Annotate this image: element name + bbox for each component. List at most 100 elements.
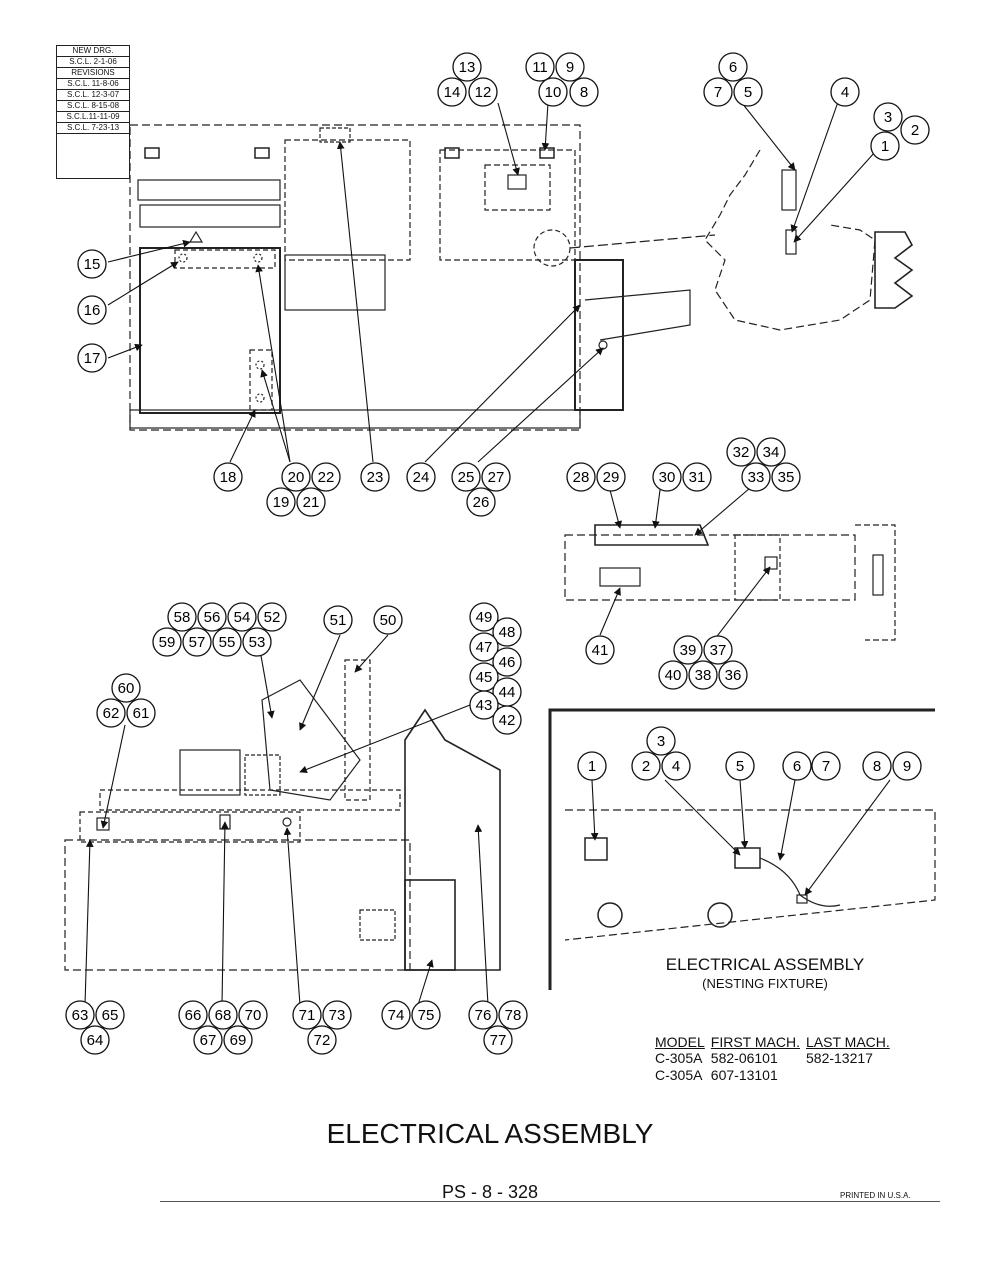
callout-59: 59 — [152, 627, 182, 657]
svg-text:42: 42 — [499, 712, 516, 729]
svg-text:8: 8 — [873, 758, 881, 775]
inset-callout-7: 7 — [811, 751, 841, 781]
callout-45: 45 — [469, 662, 499, 692]
callout-6: 6 — [718, 52, 748, 82]
revision-block: NEW DRG. S.C.L. 2-1-06 REVISIONS S.C.L. … — [56, 45, 130, 179]
callout-22: 22 — [311, 462, 341, 492]
svg-text:52: 52 — [264, 609, 281, 626]
svg-text:61: 61 — [133, 705, 150, 722]
inset-callout-4: 4 — [661, 751, 691, 781]
callout-9: 9 — [555, 52, 585, 82]
callout-16: 16 — [77, 295, 107, 325]
callout-23: 23 — [360, 462, 390, 492]
svg-text:24: 24 — [413, 469, 430, 486]
callout-7: 7 — [703, 77, 733, 107]
svg-text:73: 73 — [329, 1007, 346, 1024]
callout-27: 27 — [481, 462, 511, 492]
svg-text:75: 75 — [418, 1007, 435, 1024]
svg-text:41: 41 — [592, 642, 609, 659]
svg-text:33: 33 — [748, 469, 765, 486]
new-drawing-label: NEW DRG. — [57, 46, 129, 57]
callout-78: 78 — [498, 1000, 528, 1030]
callout-66: 66 — [178, 1000, 208, 1030]
callout-19: 19 — [266, 487, 296, 517]
svg-text:71: 71 — [299, 1007, 316, 1024]
callout-50: 50 — [373, 605, 403, 635]
callout-13: 13 — [452, 52, 482, 82]
svg-text:22: 22 — [318, 469, 335, 486]
callout-36: 36 — [718, 660, 748, 690]
svg-text:6: 6 — [729, 59, 737, 76]
svg-text:40: 40 — [665, 667, 682, 684]
svg-text:3: 3 — [884, 109, 892, 126]
svg-text:77: 77 — [490, 1032, 507, 1049]
page-number: PS - 8 - 328 — [441, 1182, 539, 1202]
revision-entry: S.C.L. 11-8-06 — [57, 79, 129, 90]
callout-28: 28 — [566, 462, 596, 492]
callout-60: 60 — [111, 673, 141, 703]
callout-51: 51 — [323, 605, 353, 635]
svg-text:25: 25 — [458, 469, 475, 486]
svg-text:63: 63 — [72, 1007, 89, 1024]
callout-32: 32 — [726, 437, 756, 467]
svg-text:18: 18 — [220, 469, 237, 486]
revision-entry: S.C.L.11-11-09 — [57, 112, 129, 123]
revision-blank — [57, 134, 129, 178]
svg-text:29: 29 — [603, 469, 620, 486]
callout-12: 12 — [468, 77, 498, 107]
detail-view — [704, 149, 914, 331]
svg-text:26: 26 — [473, 494, 490, 511]
svg-text:66: 66 — [185, 1007, 202, 1024]
callout-3: 3 — [873, 102, 903, 132]
svg-text:43: 43 — [476, 697, 493, 714]
callout-10: 10 — [538, 77, 568, 107]
leader-lines — [84, 101, 891, 1006]
inset-callout-1: 1 — [577, 751, 607, 781]
callout-54: 54 — [227, 602, 257, 632]
svg-text:15: 15 — [84, 256, 101, 273]
callout-75: 75 — [411, 1000, 441, 1030]
callout-30: 30 — [652, 462, 682, 492]
callout-39: 39 — [673, 635, 703, 665]
svg-text:45: 45 — [476, 669, 493, 686]
callout-8: 8 — [569, 77, 599, 107]
callout-67: 67 — [193, 1025, 223, 1055]
svg-text:56: 56 — [204, 609, 221, 626]
callout-69: 69 — [223, 1025, 253, 1055]
svg-text:10: 10 — [545, 84, 562, 101]
table-row: C-305A 582-06101 582-13217 — [655, 1050, 896, 1067]
callout-62: 62 — [96, 698, 126, 728]
inset-title: ELECTRICAL ASSEMBLY — [665, 955, 865, 974]
callout-77: 77 — [483, 1025, 513, 1055]
svg-text:39: 39 — [680, 642, 697, 659]
callout-61: 61 — [126, 698, 156, 728]
callout-29: 29 — [596, 462, 626, 492]
callout-37: 37 — [703, 635, 733, 665]
callout-47: 47 — [469, 632, 499, 662]
callout-41: 41 — [585, 635, 615, 665]
svg-text:28: 28 — [573, 469, 590, 486]
callout-26: 26 — [466, 487, 496, 517]
svg-text:9: 9 — [566, 59, 574, 76]
callout-40: 40 — [658, 660, 688, 690]
svg-text:5: 5 — [736, 758, 744, 775]
callout-72: 72 — [307, 1025, 337, 1055]
callout-38: 38 — [688, 660, 718, 690]
revision-entry: S.C.L. 7-23-13 — [57, 123, 129, 134]
callout-bubbles: 13 14 12 11 9 10 8 6 7 5 4 3 2 1 15 16 1… — [65, 52, 930, 1055]
svg-text:53: 53 — [249, 634, 266, 651]
callout-74: 74 — [381, 1000, 411, 1030]
callout-4: 4 — [830, 77, 860, 107]
svg-text:5: 5 — [744, 84, 752, 101]
callout-14: 14 — [437, 77, 467, 107]
callout-11: 11 — [525, 52, 555, 82]
table-cell: C-305A — [655, 1067, 703, 1083]
fixture-view — [564, 524, 896, 641]
callout-17: 17 — [77, 343, 107, 373]
new-drawing-date: S.C.L. 2-1-06 — [57, 57, 129, 68]
table-cell: 607-13101 — [710, 1067, 778, 1083]
callout-5: 5 — [733, 77, 763, 107]
table-row: C-305A 607-13101 — [655, 1067, 896, 1084]
svg-text:55: 55 — [219, 634, 236, 651]
svg-text:4: 4 — [672, 758, 680, 775]
